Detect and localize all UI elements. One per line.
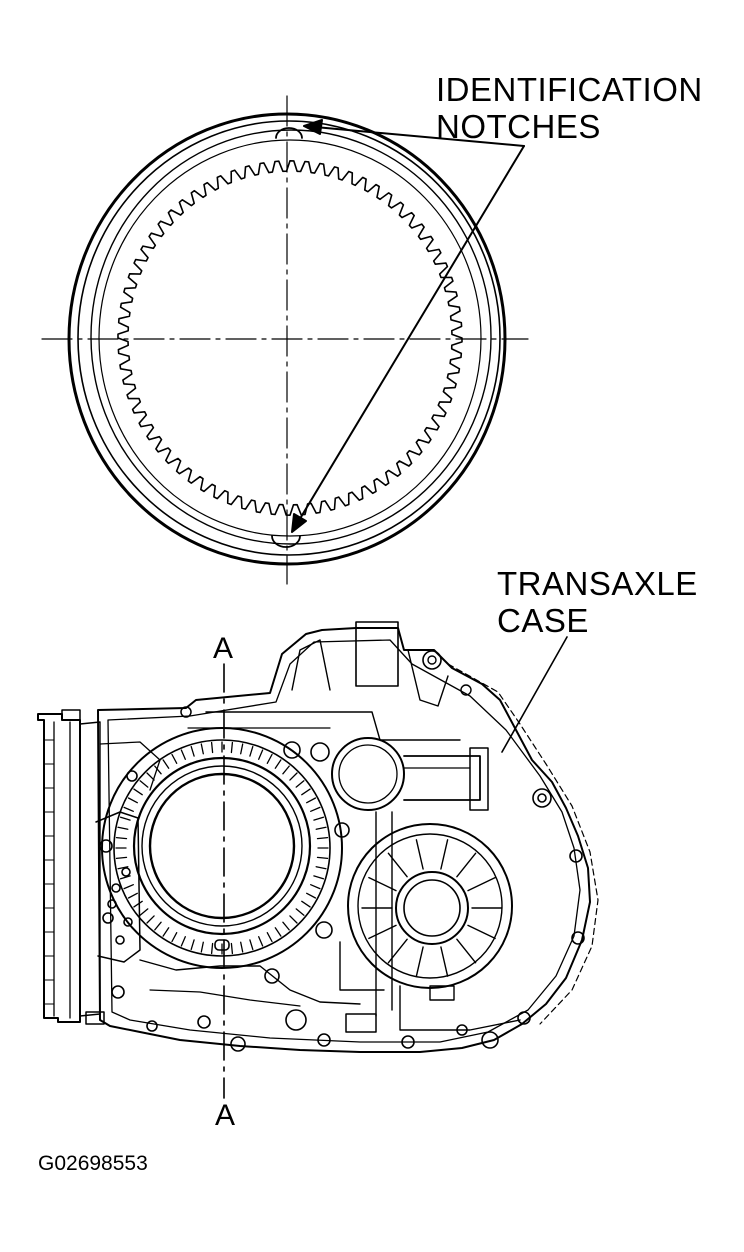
main-bore-teeth — [115, 741, 329, 955]
bolt-boss — [102, 912, 114, 924]
bolt-boss — [571, 931, 585, 945]
plate-rim — [90, 129, 492, 545]
flange-side — [79, 721, 101, 1017]
main-bore-inner — [148, 772, 296, 920]
bolt-boss — [283, 741, 301, 759]
identification-notch-bottom — [271, 535, 301, 548]
bolt-boss — [107, 899, 117, 909]
inner-spline-teeth — [117, 160, 463, 516]
main-bore-gear-ring — [113, 739, 331, 957]
bolt-boss — [401, 1035, 415, 1049]
bolt-boss — [123, 917, 133, 927]
figure-id: G02698553 — [38, 1152, 148, 1175]
label-identification-notches-line2: NOTCHES — [436, 108, 601, 145]
section-label-bottom: A — [215, 1099, 236, 1132]
main-bore-race-inner — [141, 765, 303, 927]
bolt-bosses — [99, 741, 585, 1052]
flange-cap-top — [61, 709, 81, 721]
identification-notch-top — [275, 127, 303, 139]
label-transaxle-case-line1: TRANSAXLE — [497, 565, 698, 602]
bolt-boss — [310, 742, 330, 762]
main-bore-race — [132, 756, 312, 936]
case-outline-inner — [107, 639, 581, 1043]
leader-line-transaxle-case — [501, 636, 568, 753]
bolt-boss — [569, 849, 583, 863]
left-web-upper — [99, 741, 161, 791]
center-boss-inner — [338, 744, 398, 804]
bolt-boss — [334, 822, 350, 838]
arrowhead-upper-notch — [303, 119, 323, 135]
plate-outer-edge-inner — [77, 120, 501, 556]
top-rib-left — [291, 639, 331, 691]
secondary-bore-race — [395, 871, 469, 945]
boss-upper-mid — [460, 684, 472, 696]
bore-notch — [214, 939, 230, 951]
bolt-boss — [111, 883, 121, 893]
bolt-boss — [99, 839, 113, 853]
top-rib-right — [407, 649, 449, 707]
bolt-boss — [264, 968, 280, 984]
lower-boss — [345, 1013, 377, 1033]
bolt-boss — [317, 1033, 331, 1047]
passage-stem — [375, 811, 393, 1017]
transaxle-case — [37, 621, 599, 1053]
bolt-boss — [532, 788, 552, 808]
label-identification-notches-line1: IDENTIFICATION — [436, 71, 703, 108]
case-outline — [97, 627, 591, 1053]
bolt-boss — [126, 770, 138, 782]
center-boss — [331, 737, 405, 811]
leader-lines — [291, 119, 568, 753]
bolt-boss — [230, 1036, 246, 1052]
bolt-boss — [285, 1009, 307, 1031]
left-web-lower — [139, 959, 361, 1005]
flange-cap-bottom — [85, 1011, 105, 1025]
left-bracket — [95, 811, 141, 963]
secondary-bore-inner — [403, 879, 461, 937]
secondary-bore-outer — [347, 823, 513, 989]
bolt-boss — [146, 1020, 158, 1032]
arrowhead-lower-notch — [291, 513, 307, 533]
top-boss — [355, 621, 399, 687]
left-web-lower-2 — [149, 989, 301, 1007]
lower-web — [339, 941, 521, 1031]
bolt-boss — [115, 935, 125, 945]
secondary-bore-ring — [357, 833, 503, 979]
boss-upper-right-inner — [427, 655, 437, 665]
bolt-boss — [121, 867, 131, 877]
flange-plate — [37, 713, 81, 1023]
label-transaxle-case-line2: CASE — [497, 602, 589, 639]
bolt-boss — [481, 1031, 499, 1049]
bolt-boss — [111, 985, 125, 999]
flange-ticks — [43, 739, 55, 1005]
leader-line-lower-notch — [297, 145, 525, 523]
section-label-top: A — [213, 632, 234, 665]
clutch-plate — [41, 95, 529, 585]
lower-right-boss — [429, 985, 455, 1001]
bolt-boss — [537, 793, 547, 803]
passage-end — [469, 747, 489, 811]
leader-line-upper-notch — [314, 126, 525, 147]
bolt-boss — [315, 921, 333, 939]
center-passage — [403, 755, 481, 801]
boss-upper-left — [180, 706, 192, 718]
secondary-bore-ribs — [361, 839, 503, 977]
boss-upper-right — [422, 650, 442, 670]
plate-rim-inner — [98, 139, 482, 537]
main-bore-outer-ring — [101, 727, 343, 969]
bolt-boss — [197, 1015, 211, 1029]
top-brace — [205, 711, 461, 741]
bolt-boss — [456, 1024, 468, 1036]
gasket-outline — [447, 663, 599, 1025]
bolt-boss — [517, 1011, 531, 1025]
